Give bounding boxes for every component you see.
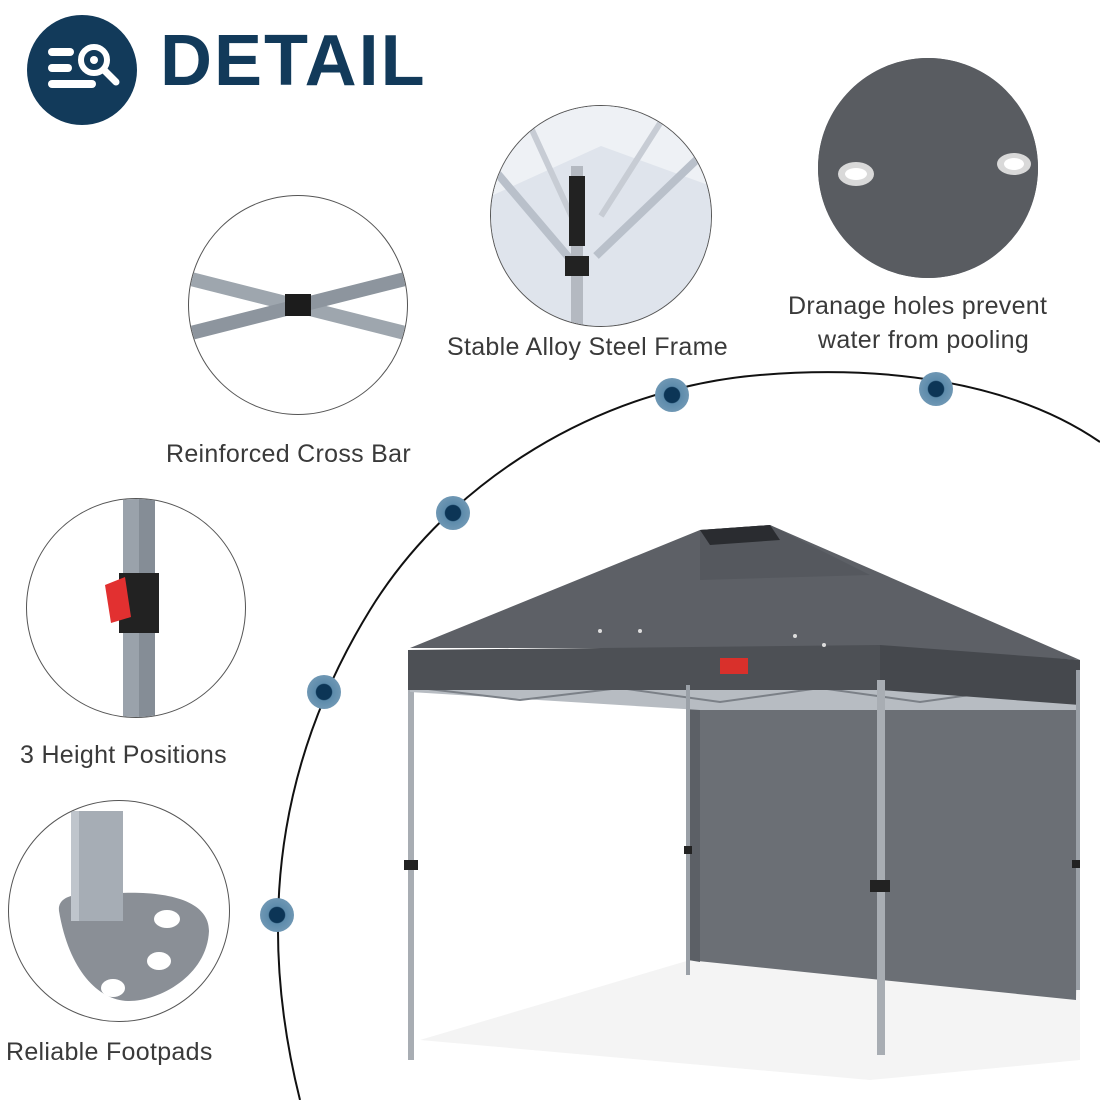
page-title: DETAIL bbox=[160, 21, 427, 101]
arc-marker-dot bbox=[919, 372, 953, 406]
arc-marker-dot bbox=[655, 378, 689, 412]
arc-marker-dot bbox=[436, 496, 470, 530]
drainage-holes-detail-image bbox=[818, 58, 1038, 278]
steel-frame-detail-image bbox=[490, 105, 712, 327]
height-positions-detail-image bbox=[26, 498, 246, 718]
arc-marker-dot bbox=[307, 675, 341, 709]
feature-label-cross-bar: Reinforced Cross Bar bbox=[166, 440, 411, 468]
feature-label-drainage-line2: water from pooling bbox=[818, 326, 1030, 354]
feature-label-steel-frame: Stable Alloy Steel Frame bbox=[447, 333, 728, 361]
detail-logo-icon bbox=[26, 14, 138, 126]
feature-label-height-positions: 3 Height Positions bbox=[20, 741, 227, 769]
feature-label-footpads: Reliable Footpads bbox=[6, 1038, 213, 1066]
feature-label-drainage-line1: Dranage holes prevent bbox=[788, 292, 1048, 320]
arc-marker-dot bbox=[260, 898, 294, 932]
cross-bar-detail-image bbox=[188, 195, 408, 415]
canopy-tent-image bbox=[404, 525, 1080, 1080]
footpads-detail-image bbox=[8, 800, 230, 1022]
